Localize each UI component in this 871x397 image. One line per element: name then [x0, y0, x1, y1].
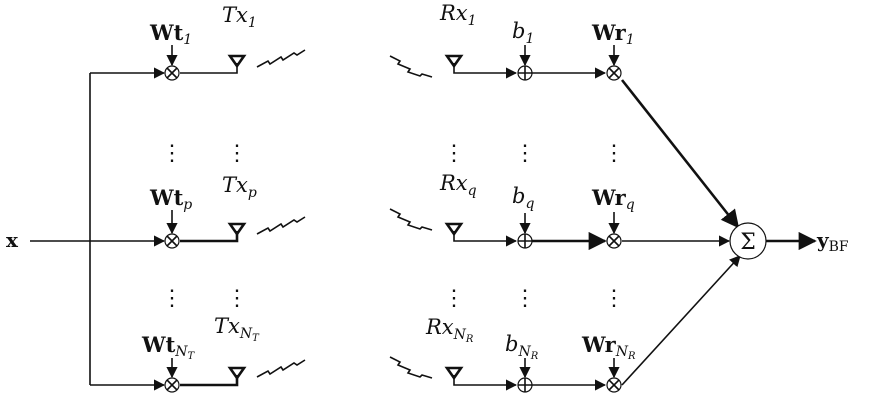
tx-antenna-label-nt: TxNT — [214, 314, 260, 344]
tx-weight-label-nt: WtNT — [141, 332, 196, 362]
rx-antenna-label-nr: RxNR — [425, 315, 474, 345]
rx-weight-label-nr: WrNR — [581, 332, 636, 362]
summer-symbol: Σ — [740, 230, 756, 255]
rx-antenna-icon-1 — [444, 54, 464, 69]
rx-antenna-label-q: Rxq — [439, 171, 477, 199]
rx-wave-icon-q — [389, 208, 433, 231]
rx-multiplier-nr — [606, 377, 622, 393]
tx-multiplier-nt — [164, 377, 180, 393]
noise-adder-nr — [517, 377, 533, 393]
tx-feed-1 — [180, 63, 238, 74]
noise-adder-q — [517, 233, 533, 249]
rx-weight-label-1: Wr1 — [591, 20, 635, 48]
noise-adder-1 — [517, 65, 533, 81]
rx-multiplier-1 — [606, 65, 622, 81]
svg-text:⋮: ⋮ — [514, 286, 536, 311]
svg-text:⋮: ⋮ — [161, 286, 183, 311]
rx-wave-icon-1 — [389, 55, 433, 78]
svg-text:⋮: ⋮ — [161, 141, 183, 166]
svg-text:⋮: ⋮ — [603, 141, 625, 166]
ellipsis-lower: ⋮ ⋮ ⋮ ⋮ ⋮ — [161, 286, 625, 311]
noise-label-nr: bNR — [505, 332, 539, 362]
tx-feed-nt — [180, 375, 239, 387]
svg-text:⋮: ⋮ — [603, 286, 625, 311]
ellipsis-upper: ⋮ ⋮ ⋮ ⋮ ⋮ — [161, 141, 625, 166]
svg-text:⋮: ⋮ — [226, 286, 248, 311]
tx-antenna-icon-1 — [227, 54, 247, 69]
tx-antenna-label-1: Tx1 — [222, 3, 257, 31]
svg-text:⋮: ⋮ — [514, 141, 536, 166]
rx-antenna-label-1: Rx1 — [439, 1, 477, 29]
tx-multiplier-p — [164, 233, 180, 249]
tx-wave-icon-nt — [256, 359, 306, 378]
rx-multiplier-q — [606, 233, 622, 249]
svg-text:⋮: ⋮ — [226, 141, 248, 166]
rx-wave-icon-nr — [389, 356, 433, 379]
tx-feed-p — [180, 231, 239, 243]
rx-antenna-icon-q — [444, 222, 464, 237]
tx-antenna-label-p: Txp — [222, 173, 257, 201]
tx-weight-label-1: Wt1 — [149, 20, 192, 48]
svg-text:⋮: ⋮ — [443, 141, 465, 166]
svg-text:⋮: ⋮ — [443, 286, 465, 311]
input-x-label: x — [6, 228, 19, 252]
rx-to-sum-nr — [621, 255, 741, 386]
tx-antenna-icon-p — [227, 222, 247, 237]
rx-weight-label-q: Wrq — [591, 185, 635, 213]
rx-to-sum-1 — [620, 79, 740, 229]
noise-label-1: b1 — [512, 19, 534, 47]
tx-wave-icon-1 — [256, 49, 306, 68]
noise-label-q: bq — [512, 184, 534, 212]
tx-multiplier-1 — [164, 65, 180, 81]
output-label: yBF — [816, 228, 849, 255]
tx-weight-label-p: Wtp — [149, 185, 192, 213]
tx-antenna-icon-nt — [227, 366, 247, 381]
rx-antenna-icon-nr — [444, 366, 464, 381]
rx-feed-nr — [453, 375, 518, 391]
rx-feed-q — [453, 231, 518, 247]
rx-feed-1 — [453, 63, 518, 79]
tx-wave-icon-p — [256, 216, 306, 235]
